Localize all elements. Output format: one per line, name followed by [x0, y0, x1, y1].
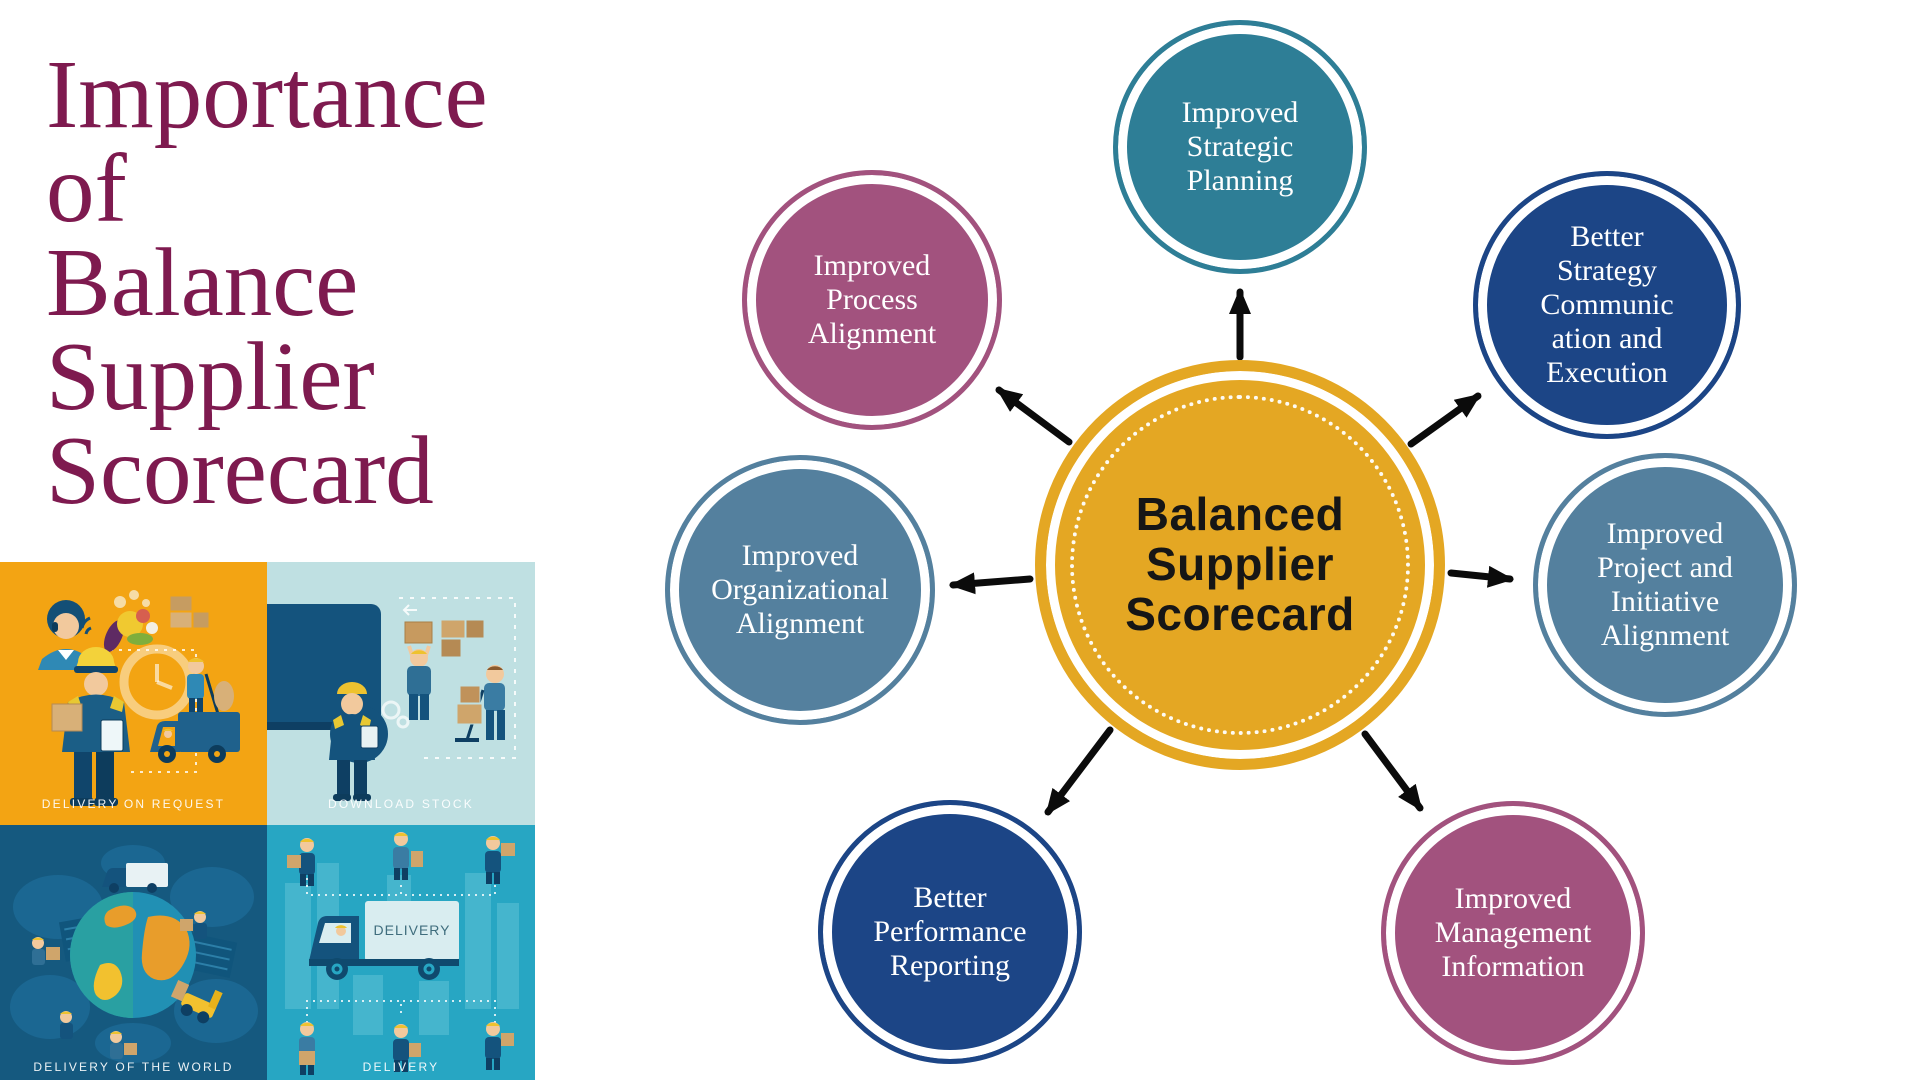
- node-label: Improved Process Alignment: [807, 248, 937, 351]
- node-better-performance-reporting: Better Performance Reporting: [818, 800, 1082, 1064]
- delivery-illustration: DELIVERY: [285, 832, 519, 1075]
- delivery-illustration-grid: DELIVERY ON REQUEST: [0, 562, 535, 1080]
- arrow-to-process-alignment: [995, 386, 1073, 446]
- arrow-to-management-information: [1361, 730, 1424, 812]
- tile-caption: DELIVERY: [362, 1060, 440, 1074]
- node-improved-strategic-planning: Improved Strategic Planning: [1113, 20, 1367, 274]
- delivery-truck-icon: [150, 712, 240, 763]
- delivery-truck-icon: DELIVERY: [309, 901, 459, 980]
- forklift-icon: [170, 979, 223, 1024]
- hub-dotted-ring: [1070, 395, 1410, 735]
- truck-delivery-label: DELIVERY: [374, 922, 451, 938]
- call-operator-icon: [38, 600, 95, 670]
- parcel-stack-icon: [169, 595, 210, 629]
- arrow-to-performance-reporting: [1044, 726, 1114, 816]
- node-label: Improved Strategic Planning: [1181, 95, 1299, 198]
- node-better-strategy-communication: Better Strategy Communic ation and Execu…: [1473, 171, 1741, 439]
- tile-caption: DELIVERY ON REQUEST: [41, 797, 226, 811]
- tile-download-stock: DOWNLOAD STOCK: [267, 562, 535, 825]
- hand-truck-worker-icon: [187, 658, 234, 718]
- hub-balanced-supplier-scorecard: Balanced Supplier Scorecard: [1035, 360, 1445, 770]
- node-label: Better Strategy Communic ation and Execu…: [1540, 219, 1674, 390]
- pallet-worker-icon: [455, 665, 505, 742]
- world-workers-icons: [32, 911, 207, 1059]
- delivery-on-request-illustration: [38, 590, 240, 806]
- lifting-worker-icon: [404, 621, 433, 720]
- tile-delivery-on-request: DELIVERY ON REQUEST: [0, 562, 267, 825]
- globe-icon: [70, 892, 196, 1018]
- tile-delivery: DELIVERY: [267, 825, 535, 1080]
- node-improved-process-alignment: Improved Process Alignment: [742, 170, 1002, 430]
- tile-delivery-of-the-world: DELIVERY OF THE WORLD: [0, 825, 267, 1080]
- tile-caption: DOWNLOAD STOCK: [328, 797, 474, 811]
- stock-boxes-icon: [440, 619, 485, 658]
- clipboard-worker-icon: [329, 682, 379, 801]
- courier-workers-icons: [287, 832, 515, 1075]
- node-improved-organizational-alignment: Improved Organizational Alignment: [665, 455, 935, 725]
- node-label: Improved Organizational Alignment: [711, 538, 889, 641]
- delivery-of-the-world-illustration: [10, 845, 258, 1063]
- globe-truck-icon: [102, 863, 168, 893]
- tile-caption: DELIVERY OF THE WORLD: [33, 1060, 234, 1074]
- hub-label: Balanced Supplier Scorecard: [1125, 488, 1355, 640]
- node-improved-management-information: Improved Management Information: [1381, 801, 1645, 1065]
- arrow-to-project-initiative: [1447, 565, 1514, 588]
- arrow-to-strategy-communication: [1407, 392, 1482, 448]
- node-label: Better Performance Reporting: [873, 880, 1027, 983]
- arrow-to-organizational-alignment: [949, 572, 1034, 595]
- download-stock-illustration: [267, 597, 516, 801]
- slide-title: Importance of Balance Supplier Scorecard: [46, 41, 488, 525]
- node-label: Improved Management Information: [1434, 881, 1592, 984]
- node-improved-project-initiative-alignment: Improved Project and Initiative Alignmen…: [1533, 453, 1797, 717]
- delivery-man-icon: [51, 647, 130, 806]
- node-label: Improved Project and Initiative Alignmen…: [1597, 516, 1733, 653]
- groceries-icon: [103, 590, 158, 652]
